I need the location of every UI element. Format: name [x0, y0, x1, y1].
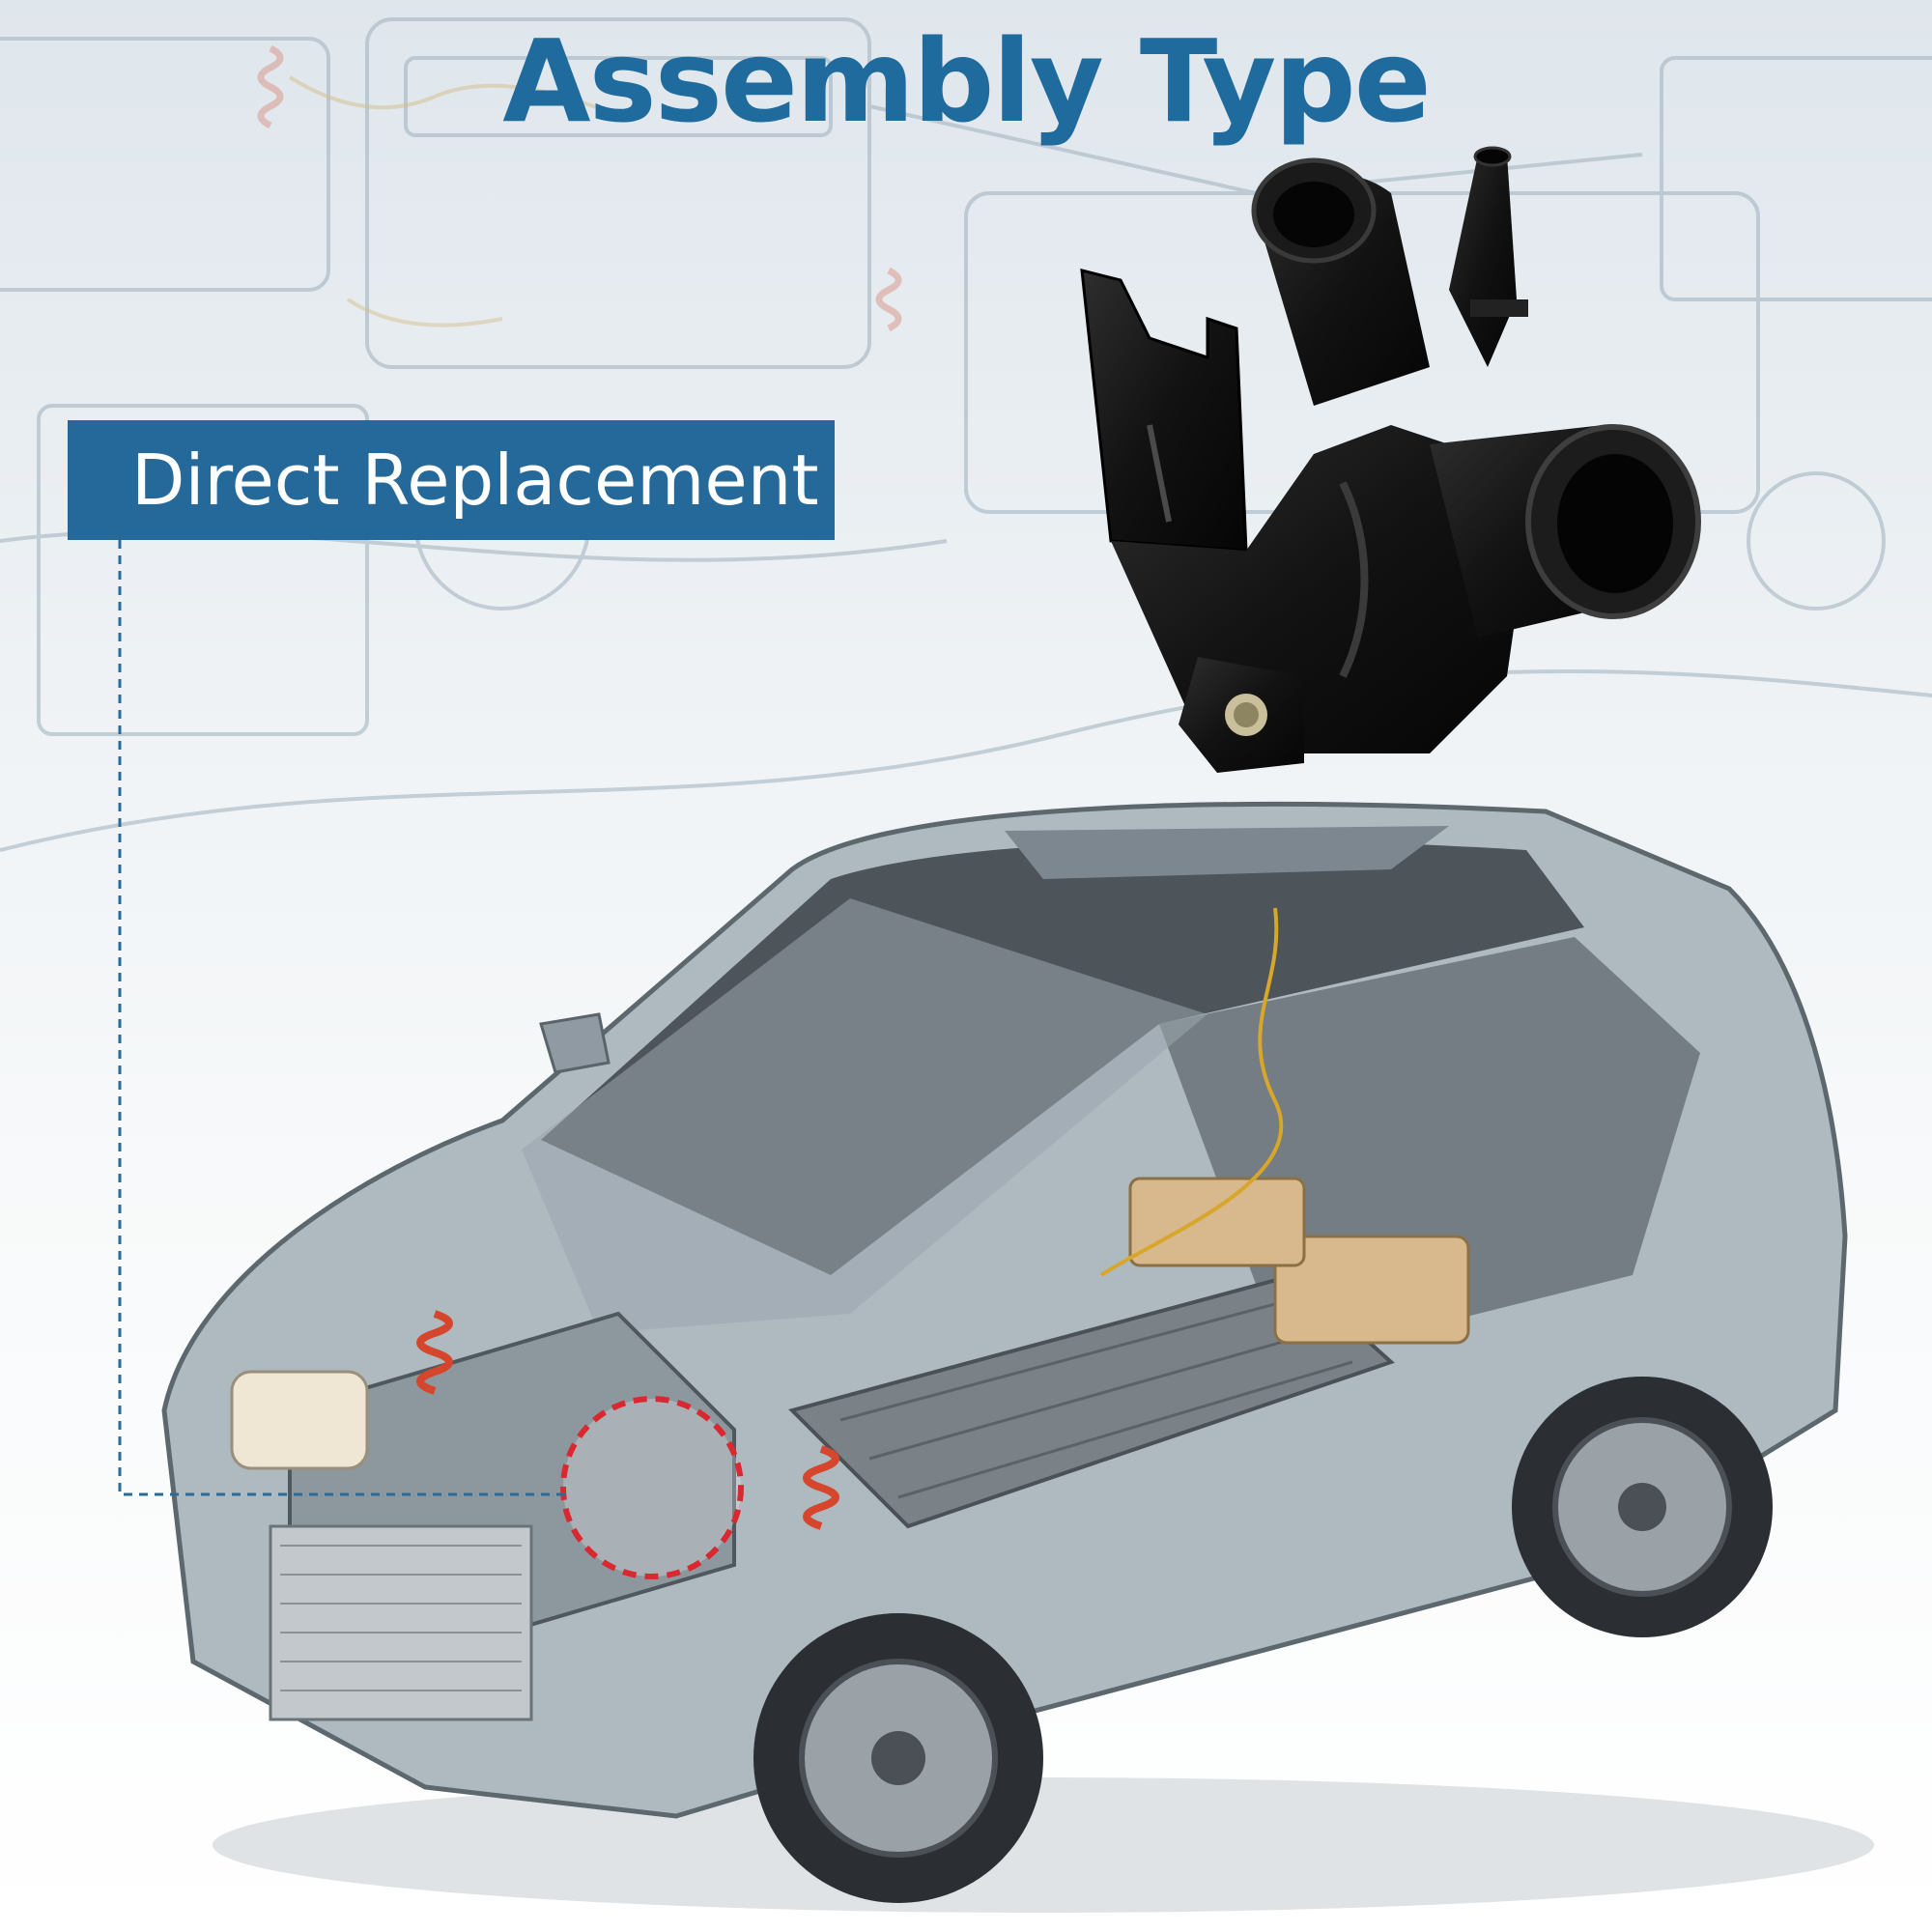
part-location-highlight	[560, 1396, 744, 1579]
callout-label: Direct Replacement	[131, 440, 819, 521]
callout-label-box: Direct Replacement	[68, 420, 835, 540]
page-title: Assembly Type	[502, 14, 1432, 148]
car-cutaway-illustration	[161, 802, 1874, 1913]
thermostat-housing-product-image	[1080, 146, 1701, 773]
